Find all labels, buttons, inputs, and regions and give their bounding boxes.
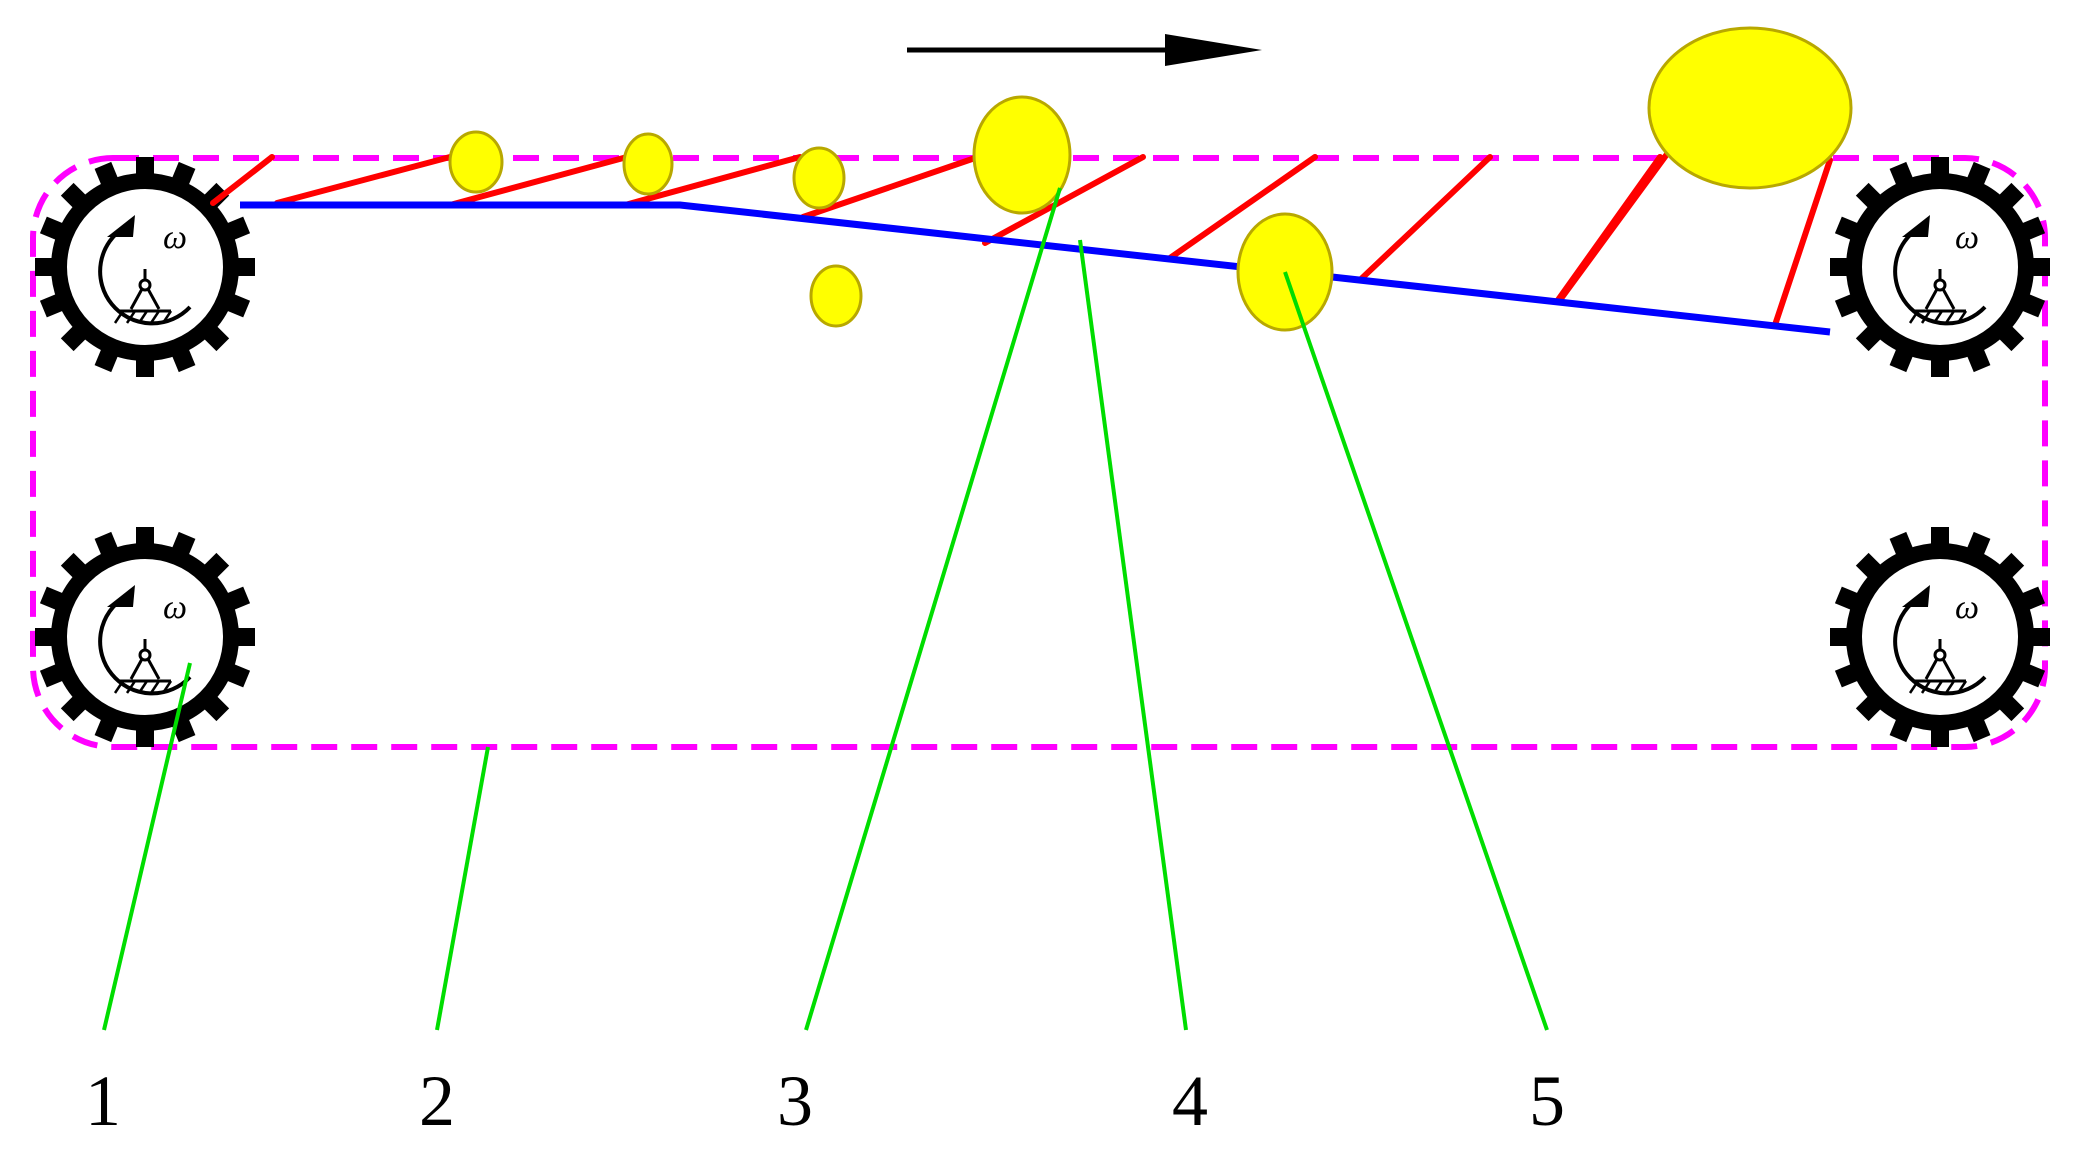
sprocket-bottom-left: ω [35,527,255,747]
sorted-objects [448,26,1853,332]
callout-label-2: 2 [419,1061,455,1141]
sprocket-top-right: ω [1830,157,2050,377]
guide-rail [240,201,1831,336]
omega-label: ω [163,589,187,626]
callout-label-1: 1 [85,1061,121,1141]
sprocket-top-left: ω [35,157,255,377]
callout-labels: 1 2 3 4 5 [85,1061,1565,1141]
sprocket-bottom-right: ω [1830,527,2050,747]
omega-label: ω [1955,589,1979,626]
callout-label-3: 3 [777,1061,813,1141]
omega-label: ω [1955,219,1979,256]
sorting-fingers [210,147,1833,328]
callout-label-5: 5 [1529,1061,1565,1141]
leader-lines [102,187,1549,1031]
direction-arrow-icon [907,34,1262,66]
callout-label-4: 4 [1172,1061,1208,1141]
omega-label: ω [163,219,187,256]
